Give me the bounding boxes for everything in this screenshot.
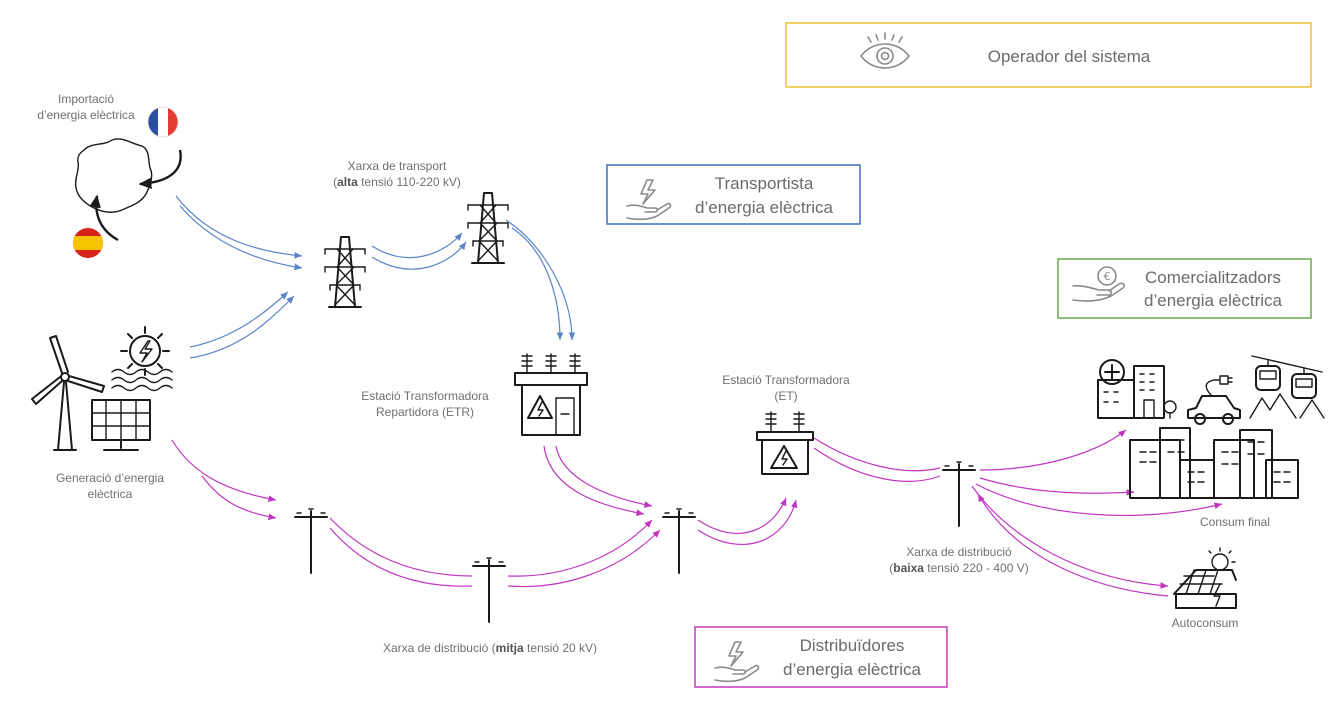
transportista-line1: Transportista: [715, 174, 814, 193]
xarxa-baixa-label-1: Xarxa de distribució: [906, 545, 1012, 559]
xarxa-mitja-label: Xarxa de distribució (mitja tensió 20 kV…: [383, 641, 597, 655]
import-arrow-spain: [89, 194, 119, 242]
hand-lightning-icon: [626, 179, 672, 221]
transmission-tower-icon: [324, 236, 366, 308]
eye-icon: [860, 32, 910, 69]
wind-turbine-icon: [31, 335, 105, 451]
consum-final-label: Consum final: [1200, 515, 1270, 529]
distribuidores-box: Distribuïdores d’energia elèctrica: [694, 626, 948, 688]
xarxa-transport-label-2: (alta tensió 110-220 kV): [333, 175, 461, 189]
generacio-label-1: Generació d’energia: [56, 471, 164, 485]
importacio-label-1: Importació: [58, 92, 114, 106]
hospital-icon: [1097, 359, 1177, 419]
spain-flag-icon: [73, 228, 103, 258]
distribuidores-line1: Distribuïdores: [800, 636, 905, 655]
operador-title: Operador del sistema: [988, 47, 1151, 66]
distribuidores-line2: d’energia elèctrica: [783, 660, 922, 679]
hydro-power-icon: [111, 326, 173, 392]
et-label-2: (ET): [774, 389, 797, 403]
comercialitzadors-box: € Comercialitzadors d’energia elèctrica: [1057, 258, 1312, 319]
et-label-1: Estació Transformadora: [722, 373, 850, 387]
utility-pole-icon: [662, 508, 696, 574]
france-flag-icon: [147, 106, 179, 138]
comercialitzadors-line1: Comercialitzadors: [1145, 268, 1281, 287]
cable-car-icon: [1249, 355, 1325, 419]
solar-panel-icon: [91, 399, 151, 451]
operador-box: Operador del sistema: [785, 22, 1312, 88]
ev-charger-icon: [1187, 375, 1241, 425]
generacio-label-2: elèctrica: [88, 487, 133, 501]
city-buildings-icon: [1129, 427, 1299, 499]
importacio-label-2: d’energia elèctrica: [37, 108, 135, 122]
utility-pole-icon: [942, 461, 976, 527]
xarxa-transport-label-1: Xarxa de transport: [348, 159, 447, 173]
andorra-map-icon: [74, 138, 153, 213]
utility-pole-icon: [472, 557, 506, 623]
transportista-box: Transportista d’energia elèctrica: [606, 164, 861, 225]
import-arrow-france: [138, 149, 182, 189]
svg-text:€: €: [1104, 270, 1111, 283]
hand-euro-icon: €: [1072, 266, 1125, 302]
transformer-icon: [756, 411, 814, 475]
xarxa-baixa-label-2: (baixa tensió 220 - 400 V): [889, 561, 1028, 575]
autoconsum-label: Autoconsum: [1172, 616, 1239, 630]
distribution-wires: [171, 429, 1223, 597]
etr-label-2: Repartidora (ETR): [376, 405, 474, 419]
transmission-tower-icon: [467, 192, 509, 264]
comercialitzadors-line2: d’energia elèctrica: [1144, 291, 1283, 310]
transformer-substation-icon: [514, 353, 588, 436]
hand-lightning-icon: [714, 641, 760, 683]
etr-label-1: Estació Transformadora: [361, 389, 489, 403]
transport-wires: [175, 195, 576, 359]
transportista-line2: d’energia elèctrica: [695, 198, 834, 217]
solar-house-icon: [1173, 547, 1237, 609]
utility-pole-icon: [294, 508, 328, 574]
